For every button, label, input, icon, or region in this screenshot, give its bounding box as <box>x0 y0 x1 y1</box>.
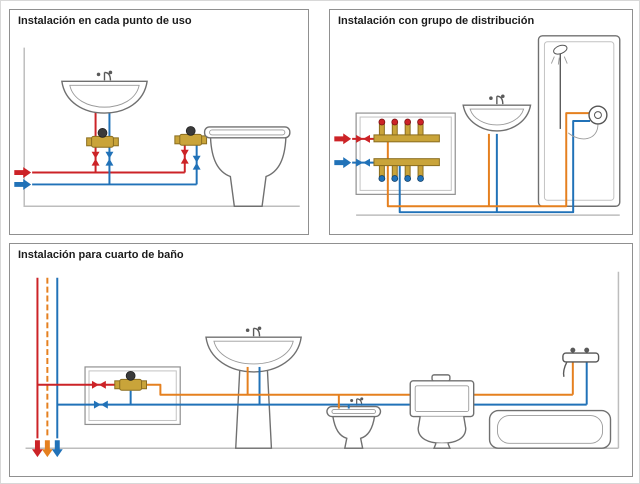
bathtub-tap <box>562 347 600 378</box>
hot-supply-arrow-icon <box>334 133 352 145</box>
mixed-water-pipe <box>386 112 590 208</box>
shower-mixer-valve <box>567 105 608 140</box>
mixed-water-pipe <box>146 360 574 409</box>
panel-bathroom: Instalación para cuarto de baño <box>9 243 633 477</box>
cold-supply-arrow-icon <box>14 178 32 190</box>
panel-distribution: Instalación con grupo de distribución <box>329 9 633 235</box>
shower-head-icon <box>550 44 568 129</box>
distribution-diagram <box>334 35 621 216</box>
check-valve-icon <box>105 151 114 166</box>
bathroom-diagram <box>25 271 620 458</box>
panel-title-bathroom: Instalación para cuarto de baño <box>18 249 184 261</box>
pedestal-washbasin <box>205 336 302 449</box>
washbasin-tap <box>96 69 113 82</box>
cold-water-pipe <box>57 360 588 409</box>
panel-title-point-of-use: Instalación en cada punto de uso <box>18 15 192 27</box>
panel-point-of-use: Instalación en cada punto de uso <box>9 9 309 235</box>
thermostatic-mixing-valve <box>86 127 119 148</box>
bidet <box>203 126 291 207</box>
bathtub <box>488 409 612 449</box>
washbasin <box>462 104 532 132</box>
bidet <box>326 405 382 449</box>
point-of-use-diagram <box>14 47 300 207</box>
check-valve-icon <box>91 151 100 166</box>
thermostatic-mixing-valve <box>174 125 208 146</box>
toilet <box>409 374 475 449</box>
check-valve-icon <box>180 149 189 164</box>
washbasin <box>61 80 148 114</box>
cold-supply-arrow-icon <box>334 157 352 169</box>
washbasin-tap <box>488 93 506 105</box>
wall-floor-line <box>23 47 300 207</box>
washbasin-tap <box>245 325 263 337</box>
check-valve-icon <box>192 155 201 170</box>
panel-title-distribution: Instalación con grupo de distribución <box>338 15 535 27</box>
hot-supply-arrow-icon <box>14 167 32 178</box>
distribution-manifold <box>373 118 440 182</box>
